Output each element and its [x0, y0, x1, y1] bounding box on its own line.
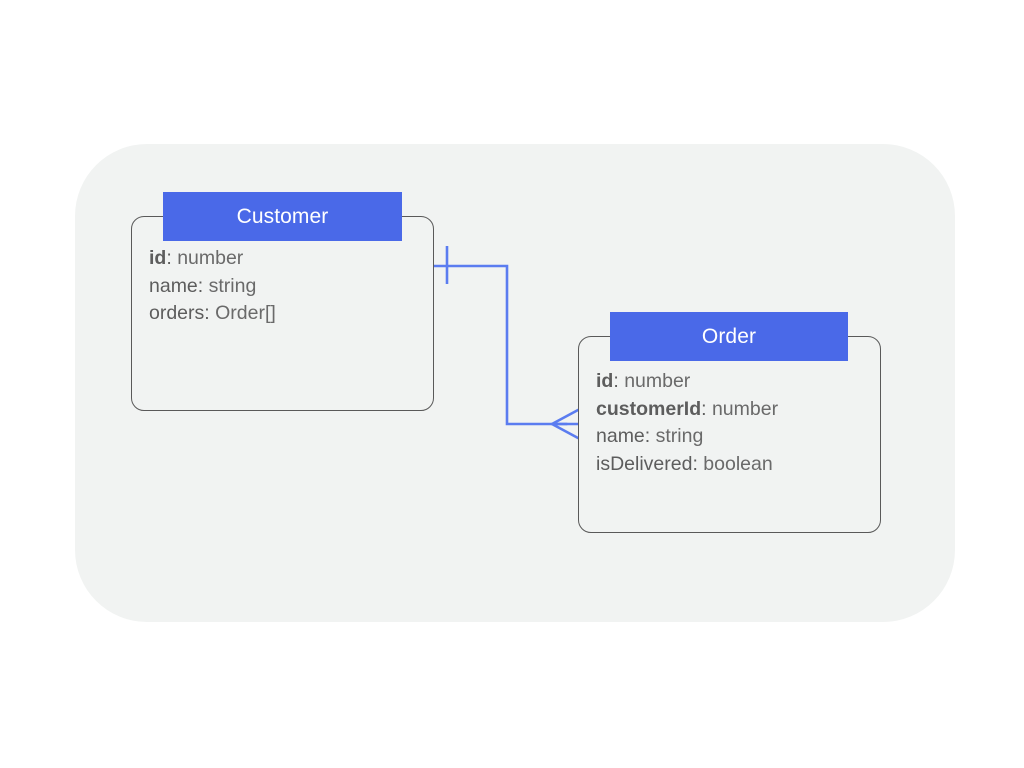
- field-separator: :: [197, 274, 209, 297]
- field-row: orders: Order[]: [149, 300, 424, 328]
- entity-customer[interactable]: Customer id: number name: string orders:…: [131, 192, 434, 411]
- field-name: isDelivered: [596, 452, 693, 475]
- field-type: number: [624, 370, 691, 392]
- entity-order-header[interactable]: Order: [610, 312, 848, 361]
- field-name: name: [149, 274, 198, 297]
- field-type: string: [655, 425, 704, 447]
- field-name: orders: [149, 302, 205, 324]
- field-separator: :: [166, 247, 178, 269]
- field-name: id: [596, 370, 614, 392]
- field-row: id: number: [596, 368, 871, 396]
- field-row: customerId: number: [596, 396, 871, 424]
- entity-customer-fields: id: number name: string orders: Order[]: [149, 245, 424, 328]
- field-type: string: [208, 274, 257, 297]
- field-type: number: [711, 397, 779, 420]
- entity-order-body: [578, 336, 881, 533]
- field-name: customerId: [596, 397, 702, 420]
- entity-customer-header[interactable]: Customer: [163, 192, 402, 241]
- field-separator: :: [204, 302, 216, 324]
- field-name: id: [149, 247, 167, 269]
- field-type: number: [177, 247, 244, 269]
- field-separator: :: [613, 370, 625, 392]
- entity-order-fields: id: number customerId: number name: stri…: [596, 368, 871, 478]
- field-row: id: number: [149, 245, 424, 273]
- field-name: name: [596, 425, 645, 447]
- field-separator: :: [692, 452, 704, 475]
- field-row: name: string: [149, 273, 424, 301]
- field-row: name: string: [596, 423, 871, 451]
- field-separator: :: [644, 425, 656, 447]
- field-row: isDelivered: boolean: [596, 451, 871, 479]
- entity-customer-title: Customer: [236, 204, 329, 228]
- field-type: boolean: [703, 452, 773, 475]
- entity-order[interactable]: Order id: number customerId: number name…: [578, 312, 881, 533]
- field-separator: :: [701, 397, 712, 420]
- field-type: Order[]: [215, 302, 276, 324]
- entity-order-title: Order: [701, 324, 757, 348]
